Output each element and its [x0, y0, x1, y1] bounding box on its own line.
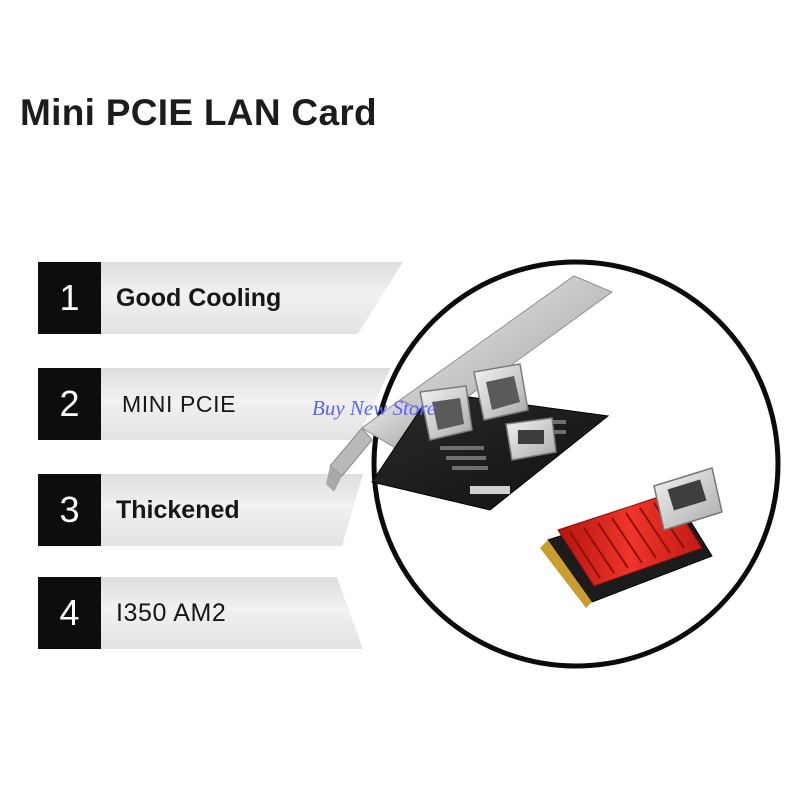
feature-band: [101, 262, 403, 334]
feature-label: MINI PCIE: [122, 390, 237, 417]
feature-number: 4: [38, 577, 101, 649]
feature-band: [101, 474, 363, 546]
sas-socket: [505, 417, 557, 461]
feature-label: I350 AM2: [116, 598, 227, 627]
feature-number: 3: [38, 474, 101, 546]
feature-band: [101, 577, 363, 649]
feature-number: 1: [38, 262, 101, 334]
feature-label: Thickened: [116, 495, 240, 524]
feature-band: [101, 368, 391, 440]
rj45-ports: [419, 363, 529, 441]
watermark-text: Buy New Store: [312, 396, 437, 420]
mini-pcie-adapter: [540, 467, 723, 608]
feature-label: Good Cooling: [116, 283, 282, 312]
feature-number: 2: [38, 368, 101, 440]
page-title: Mini PCIE LAN Card: [20, 92, 377, 133]
